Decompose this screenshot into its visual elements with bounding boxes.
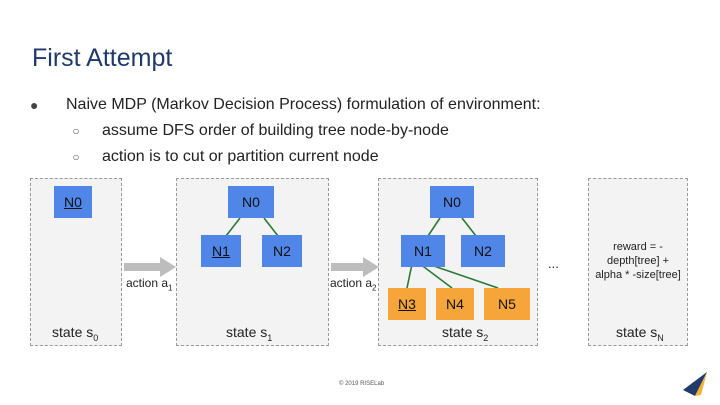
tree-node-n3: N3 (388, 288, 426, 320)
tree-node-n4: N4 (436, 288, 474, 320)
sub-bullet-text: assume DFS order of building tree node-b… (102, 122, 449, 139)
sub-bullet-item: ○ assume DFS order of building tree node… (30, 118, 541, 144)
sub-bullet-item: ○ action is to cut or partition current … (30, 144, 541, 170)
tree-node-n0: N0 (430, 186, 474, 218)
transition-arrow (124, 257, 176, 277)
bullet-text: Naive MDP (Markov Decision Process) form… (66, 96, 541, 113)
bullet-dot-icon: ● (30, 97, 39, 113)
slide-title: First Attempt (32, 44, 173, 72)
ellipsis: ... (548, 256, 559, 271)
state-label: state s2 (442, 324, 489, 343)
reward-formula: reward = - depth[tree] + alpha * -size[t… (595, 241, 681, 281)
state-panel-n (588, 178, 688, 346)
tree-node-n1: N1 (401, 235, 445, 267)
state-label: state sN (616, 324, 664, 343)
lab-logo-icon (683, 372, 707, 396)
sub-bullet-text: action is to cut or partition current no… (102, 148, 379, 165)
state-label: state s0 (52, 324, 99, 343)
tree-node-n5: N5 (484, 288, 530, 320)
copyright-text: © 2019 RISELab (339, 381, 385, 387)
tree-node-n2: N2 (262, 235, 302, 267)
tree-node-n1: N1 (201, 235, 241, 267)
tree-node-n2: N2 (461, 235, 505, 267)
transition-arrow (331, 257, 379, 277)
sub-bullet-ring-icon: ○ (72, 124, 80, 138)
action-label: action a1 (126, 276, 173, 293)
state-label: state s1 (226, 324, 273, 343)
bullet-list: ● Naive MDP (Markov Decision Process) fo… (30, 92, 541, 170)
sub-bullet-ring-icon: ○ (72, 150, 80, 164)
tree-node-n0: N0 (228, 186, 274, 218)
bullet-item: ● Naive MDP (Markov Decision Process) fo… (30, 92, 541, 118)
action-label: action a2 (330, 276, 377, 293)
tree-node-n0: N0 (54, 186, 92, 218)
